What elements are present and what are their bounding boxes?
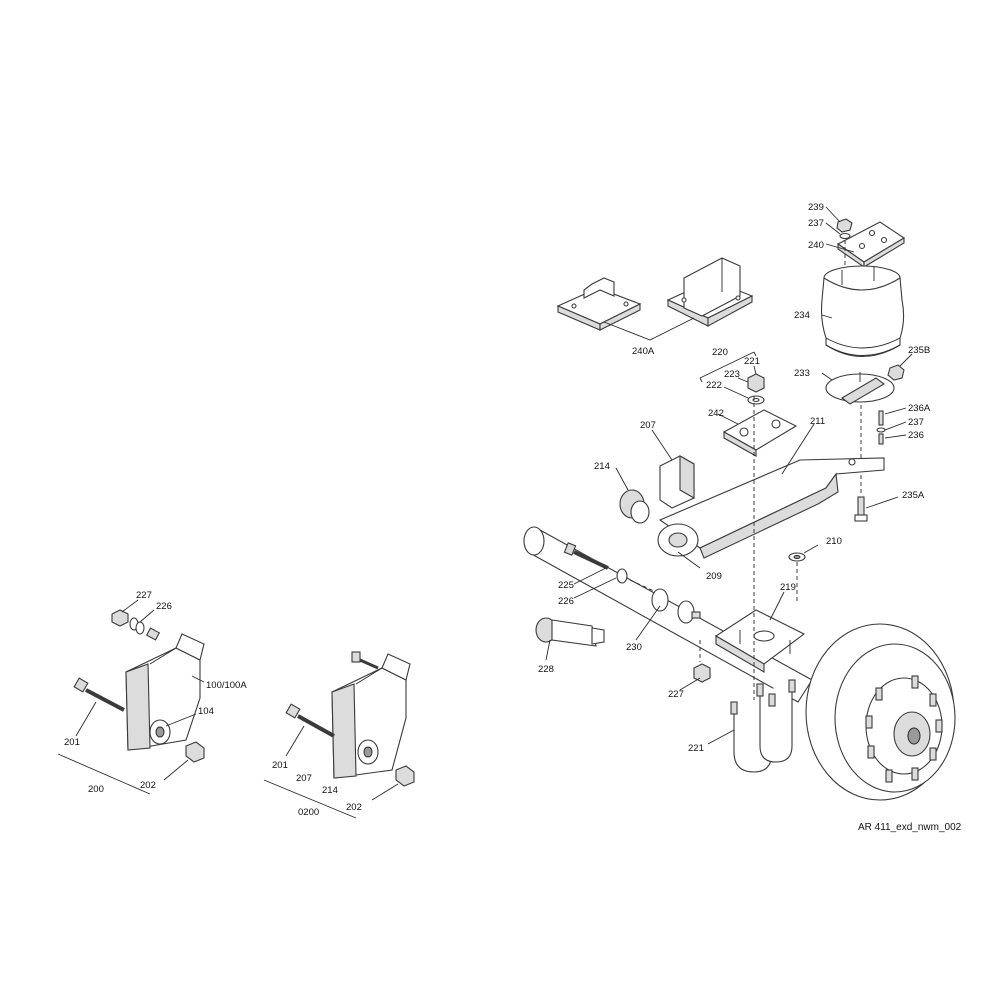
drawing-reference: AR 411_exd_nwm_002 bbox=[858, 822, 962, 833]
label-242: 242 bbox=[708, 408, 724, 419]
leader-lines bbox=[75, 206, 913, 801]
label-0200: 0200 bbox=[298, 807, 319, 818]
bolt-201-middle bbox=[285, 703, 335, 738]
label-202-middle: 202 bbox=[346, 802, 362, 813]
label-230: 230 bbox=[626, 642, 642, 653]
nut-223 bbox=[747, 373, 765, 393]
part-labels: 239 237 240 234 235B 233 236A 237 236 23… bbox=[64, 202, 962, 833]
label-207: 207 bbox=[640, 420, 656, 431]
bracket-220 bbox=[699, 351, 755, 379]
clamp-plate-242 bbox=[722, 409, 798, 457]
nut-227-axle bbox=[693, 663, 711, 683]
washer-226 bbox=[616, 568, 628, 584]
washer-210 bbox=[788, 552, 806, 562]
bolt-201-left bbox=[73, 677, 125, 712]
washers-226-left bbox=[129, 617, 161, 641]
label-227-axle: 227 bbox=[668, 689, 684, 700]
label-202-left: 202 bbox=[140, 780, 156, 791]
label-239: 239 bbox=[808, 202, 824, 213]
hanger-bracket-middle bbox=[331, 653, 411, 779]
piston-plate-233 bbox=[825, 372, 895, 405]
bracket-240a-left bbox=[556, 277, 642, 331]
label-228: 228 bbox=[538, 664, 554, 675]
label-237-top: 237 bbox=[808, 218, 824, 229]
bolt-235a bbox=[854, 496, 868, 522]
label-221-bottom: 221 bbox=[688, 743, 704, 754]
bracket-200 bbox=[57, 753, 151, 795]
label-236: 236 bbox=[908, 430, 924, 441]
axle-seat-219 bbox=[714, 609, 806, 673]
washer-222 bbox=[747, 395, 765, 405]
label-226-left: 226 bbox=[156, 601, 172, 612]
label-219: 219 bbox=[780, 582, 796, 593]
label-235b: 235B bbox=[908, 345, 930, 356]
label-209: 209 bbox=[706, 571, 722, 582]
label-240: 240 bbox=[808, 240, 824, 251]
label-220: 220 bbox=[712, 347, 728, 358]
label-233: 233 bbox=[794, 368, 810, 379]
label-214-middle: 214 bbox=[322, 785, 338, 796]
label-207-middle: 207 bbox=[296, 773, 312, 784]
label-201-middle: 201 bbox=[272, 760, 288, 771]
bracket-240a-right bbox=[666, 257, 754, 327]
label-211: 211 bbox=[810, 416, 825, 427]
shock-absorber-228 bbox=[535, 617, 605, 647]
bushing-214 bbox=[619, 489, 650, 524]
label-221-top: 221 bbox=[744, 356, 760, 367]
bolt-236a bbox=[878, 410, 884, 426]
washer-237-top bbox=[839, 232, 851, 240]
label-210: 210 bbox=[826, 536, 842, 547]
nut-239 bbox=[836, 218, 853, 233]
u-bolt-221 bbox=[730, 679, 796, 773]
bushing-230 bbox=[651, 588, 701, 624]
arm-eye-209 bbox=[657, 523, 699, 557]
label-240a: 240A bbox=[632, 346, 655, 357]
trailing-arm-211 bbox=[658, 457, 885, 559]
nut-227-left bbox=[111, 609, 129, 627]
label-100-100a: 100/100A bbox=[206, 680, 247, 691]
leader-240a bbox=[603, 317, 695, 341]
label-225: 225 bbox=[558, 580, 574, 591]
stud-top-middle bbox=[351, 651, 379, 670]
bolt-225 bbox=[563, 542, 609, 570]
label-235a: 235A bbox=[902, 490, 925, 501]
bracket-0200 bbox=[263, 779, 357, 819]
wheel-studs bbox=[865, 675, 943, 783]
hanger-bracket-left bbox=[125, 633, 205, 751]
label-222: 222 bbox=[706, 380, 722, 391]
label-104: 104 bbox=[198, 706, 214, 717]
label-223: 223 bbox=[724, 369, 740, 380]
air-bellow-234 bbox=[820, 265, 905, 358]
washer-237-bottom bbox=[876, 427, 886, 433]
label-201-left: 201 bbox=[64, 737, 80, 748]
label-227-left: 227 bbox=[136, 590, 152, 601]
label-236a: 236A bbox=[908, 403, 931, 414]
label-200: 200 bbox=[88, 784, 104, 795]
label-214: 214 bbox=[594, 461, 610, 472]
nut-202-middle bbox=[395, 765, 415, 787]
nut-235b bbox=[887, 364, 905, 381]
label-234: 234 bbox=[794, 310, 810, 321]
spacer-207 bbox=[659, 455, 695, 509]
label-237-bottom: 237 bbox=[908, 417, 924, 428]
nut-202-left bbox=[185, 741, 205, 763]
bolt-236 bbox=[878, 433, 884, 445]
brake-drum bbox=[805, 623, 956, 801]
label-226: 226 bbox=[558, 596, 574, 607]
